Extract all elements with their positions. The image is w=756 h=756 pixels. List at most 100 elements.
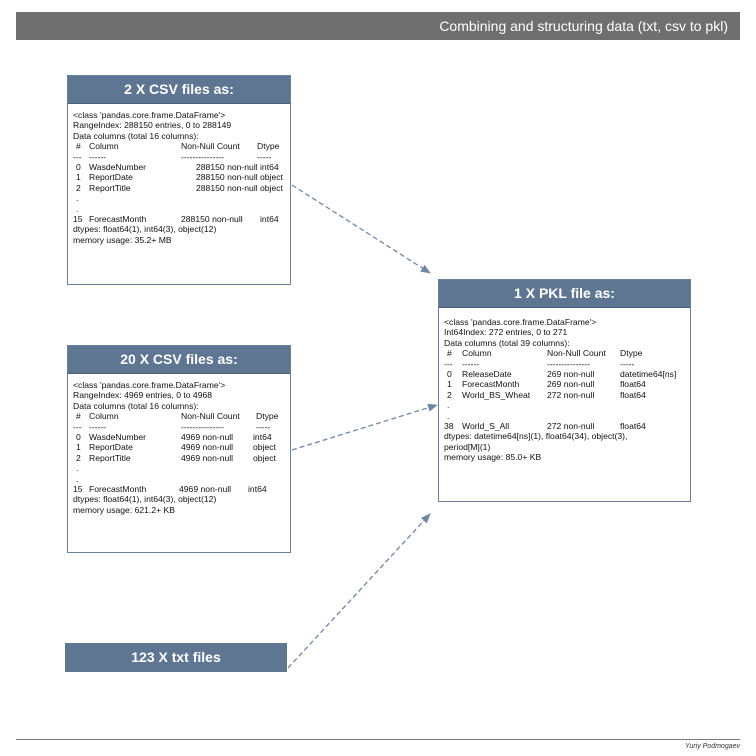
table-row: 0 WasdeNumber 288150 non-null int64 (73, 162, 285, 172)
box-header: 1 X PKL file as: (439, 280, 690, 308)
table-row: 38 World_S_All 272 non-null float64 (444, 421, 685, 431)
ellipsis-dot: . (447, 410, 450, 421)
footer-divider (16, 739, 740, 740)
info-line: RangeIndex: 288150 entries, 0 to 288149 (73, 120, 232, 131)
info-line: RangeIndex: 4969 entries, 0 to 4968 (73, 390, 213, 401)
box-body: <class 'pandas.core.frame.DataFrame'> Ra… (68, 374, 290, 515)
row-dtype: int64 (260, 213, 279, 224)
col-count-header: Non-Null Count (181, 411, 240, 422)
row-count: 288150 non-null (181, 213, 243, 224)
row-count: 288150 non-null (196, 161, 258, 172)
column-separator-row: --- ------ --------------- ----- (73, 152, 285, 162)
box-header: 20 X CSV files as: (68, 346, 290, 374)
ellipsis-dot: . (76, 193, 79, 204)
row-dtype: object (253, 442, 276, 453)
ellipsis-dot: . (76, 203, 79, 214)
sep-dtype: ----- (256, 421, 271, 432)
col-num-header: # (76, 141, 81, 152)
row-name: ForecastMonth (462, 379, 520, 390)
dtypes-summary: dtypes: float64(1), int64(3), object(12) (73, 224, 217, 235)
row-name: ForecastMonth (89, 213, 147, 224)
row-num: 0 (76, 161, 81, 172)
row-name: ReleaseDate (462, 368, 512, 379)
memory-usage: memory usage: 35.2+ MB (73, 234, 172, 245)
row-num: 0 (76, 431, 81, 442)
arrow-csv20-to-pkl (291, 403, 438, 451)
page-title: Combining and structuring data (txt, csv… (439, 18, 728, 34)
column-header-row: # Column Non-Null Count Dtype (444, 348, 685, 358)
csv-2-files-box: 2 X CSV files as: <class 'pandas.core.fr… (67, 75, 291, 285)
table-row: 15 ForecastMonth 4969 non-null int64 (73, 484, 285, 494)
txt-files-box: 123 X txt files (65, 643, 287, 672)
col-dtype-header: Dtype (257, 141, 280, 152)
sep-num: --- (73, 151, 82, 162)
row-dtype: int64 (260, 161, 279, 172)
col-count-header: Non-Null Count (547, 348, 606, 359)
row-num: 2 (76, 452, 81, 463)
row-name: ForecastMonth (89, 483, 147, 494)
row-dtype: datetime64[ns] (620, 368, 677, 379)
title-bar: Combining and structuring data (txt, csv… (16, 12, 740, 40)
row-num: 0 (447, 368, 452, 379)
sep-count: --------------- (181, 151, 224, 162)
table-row: 15 ForecastMonth 288150 non-null int64 (73, 214, 285, 224)
row-count: 269 non-null (547, 379, 595, 390)
row-dtype: int64 (253, 431, 272, 442)
row-name: WasdeNumber (89, 161, 146, 172)
memory-usage: memory usage: 621.2+ KB (73, 504, 175, 515)
row-count: 4969 non-null (181, 452, 234, 463)
column-header-row: # Column Non-Null Count Dtype (73, 411, 285, 421)
info-line: Data columns (total 39 columns): (444, 337, 570, 348)
pkl-file-box: 1 X PKL file as: <class 'pandas.core.fra… (438, 279, 691, 502)
row-count: 269 non-null (547, 368, 595, 379)
col-dtype-header: Dtype (620, 348, 643, 359)
ellipsis-dot: . (76, 473, 79, 484)
info-line: <class 'pandas.core.frame.DataFrame'> (444, 317, 597, 327)
row-dtype: int64 (248, 483, 267, 494)
author-credit: Yuriy Podmogaev (685, 743, 740, 750)
info-line: Data columns (total 16 columns): (73, 130, 199, 141)
dtypes-summary: dtypes: float64(1), int64(3), object(12) (73, 494, 217, 505)
info-line: <class 'pandas.core.frame.DataFrame'> (73, 380, 226, 390)
table-row: 0 WasdeNumber 4969 non-null int64 (73, 432, 285, 442)
table-row: 2 ReportTitle 4969 non-null object (73, 453, 285, 463)
row-dtype: float64 (620, 389, 646, 400)
row-num: 1 (76, 172, 81, 183)
info-line: Int64Index: 272 entries, 0 to 271 (444, 327, 568, 338)
row-num: 1 (76, 442, 81, 453)
table-row: 1 ReportDate 288150 non-null object (73, 172, 285, 182)
row-num: 2 (76, 182, 81, 193)
sep-dtype: ----- (620, 358, 635, 369)
row-dtype: object (260, 182, 283, 193)
row-name: ReportDate (89, 442, 133, 453)
ellipsis-dot: . (447, 400, 450, 411)
sep-dtype: ----- (257, 151, 272, 162)
sep-name: ------ (89, 151, 107, 162)
row-dtype: float64 (620, 379, 646, 390)
row-dtype: float64 (620, 420, 646, 431)
sep-name: ------ (462, 358, 480, 369)
dtypes-summary: dtypes: datetime64[ns](1), float64(34), … (444, 431, 628, 442)
info-line: <class 'pandas.core.frame.DataFrame'> (73, 110, 226, 120)
row-name: WasdeNumber (89, 431, 146, 442)
table-row: 1 ForecastMonth 269 non-null float64 (444, 379, 685, 389)
row-name: ReportTitle (89, 182, 131, 193)
sep-num: --- (444, 358, 453, 369)
row-name: World_S_All (462, 420, 510, 431)
row-num: 38 (444, 420, 454, 431)
col-name-header: Column (89, 141, 119, 152)
col-count-header: Non-Null Count (181, 141, 240, 152)
row-num: 15 (73, 483, 83, 494)
row-count: 288150 non-null (196, 182, 258, 193)
col-name-header: Column (89, 411, 119, 422)
csv-20-files-box: 20 X CSV files as: <class 'pandas.core.f… (67, 345, 291, 553)
row-count: 4969 non-null (181, 442, 234, 453)
col-dtype-header: Dtype (256, 411, 279, 422)
column-separator-row: --- ------ --------------- ----- (73, 422, 285, 432)
sep-name: ------ (89, 421, 107, 432)
table-row: 0 ReleaseDate 269 non-null datetime64[ns… (444, 369, 685, 379)
row-count: 4969 non-null (181, 431, 234, 442)
col-name-header: Column (462, 348, 492, 359)
info-line: Data columns (total 16 columns): (73, 400, 199, 411)
dtypes-summary-cont: period[M](1) (444, 441, 491, 452)
